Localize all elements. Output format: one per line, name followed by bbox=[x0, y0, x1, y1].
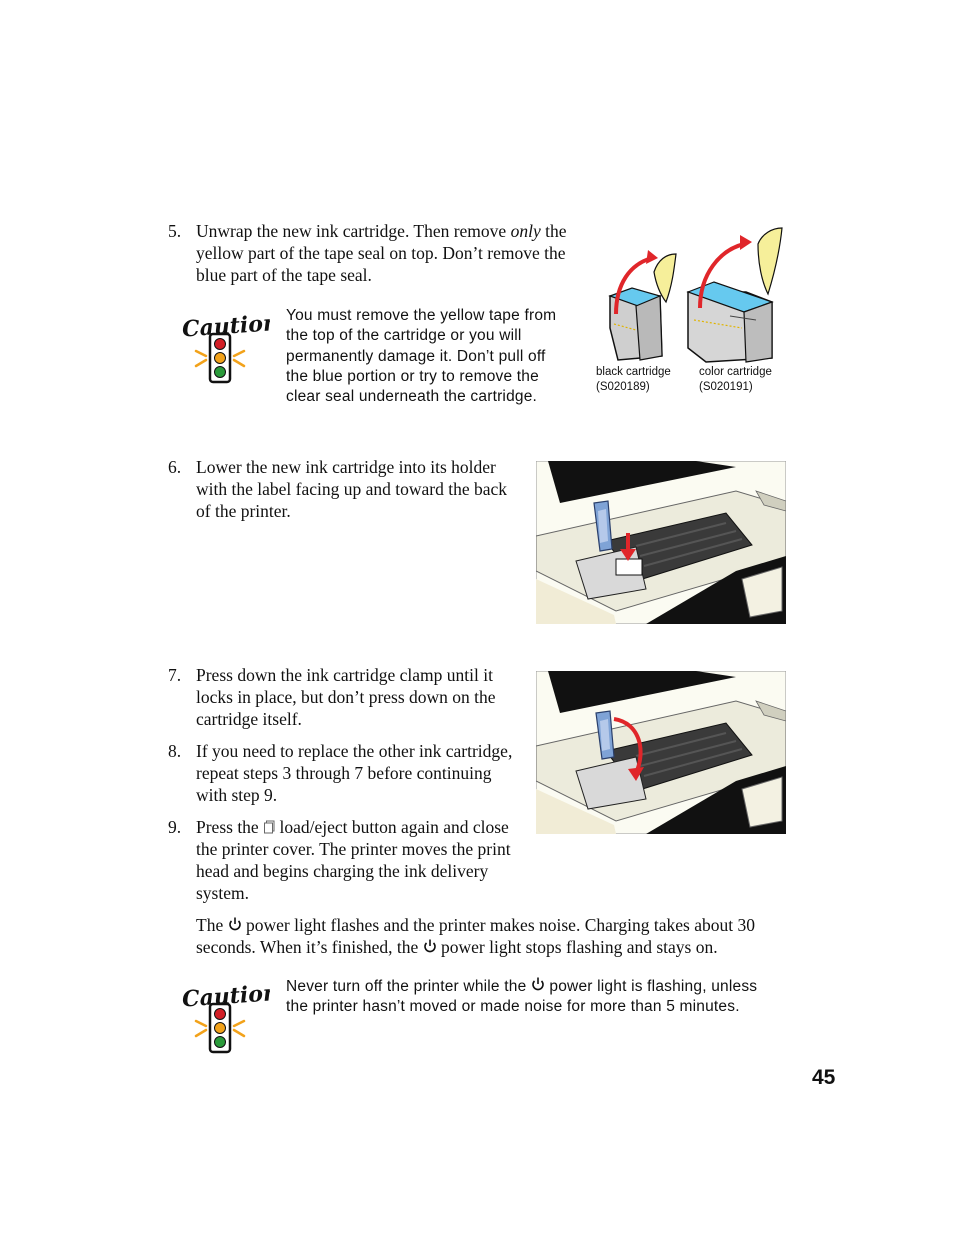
power-icon bbox=[228, 916, 242, 932]
step-number: 6. bbox=[168, 457, 182, 477]
caution-text-1: You must remove the yellow tape from the… bbox=[286, 307, 557, 406]
color-cartridge-caption: color cartridge (S020191) bbox=[699, 366, 772, 393]
traffic-light-caution-icon: Caution bbox=[181, 980, 280, 1054]
step-number: 7. bbox=[168, 665, 182, 685]
caution-text-2: Never turn off the printer while the pow… bbox=[286, 976, 758, 1016]
step-number: 8. bbox=[168, 741, 182, 761]
power-icon bbox=[423, 938, 437, 954]
step-text: Press the load/eject button again and cl… bbox=[196, 817, 511, 903]
printer-press-clamp-illustration bbox=[535, 670, 787, 835]
step-number: 5. bbox=[168, 221, 182, 241]
step-text: If you need to replace the other ink car… bbox=[196, 741, 513, 805]
printer-insert-cartridge-illustration bbox=[535, 460, 787, 625]
printer-image-press-clamp bbox=[535, 670, 787, 835]
cartridges-tape-removal-image bbox=[608, 227, 783, 363]
traffic-light-caution-icon: Caution bbox=[181, 310, 280, 384]
step-number: 9. bbox=[168, 817, 182, 837]
page-number: 45 bbox=[812, 1066, 836, 1089]
caution-icon: Caution bbox=[180, 306, 280, 386]
power-light-paragraph: The power light flashes and the printer … bbox=[196, 915, 755, 957]
load-eject-icon bbox=[263, 820, 275, 834]
step-text: Unwrap the new ink cartridge. Then remov… bbox=[196, 221, 567, 285]
step-text: Press down the ink cartridge clamp until… bbox=[196, 665, 496, 729]
step-text: Lower the new ink cartridge into its hol… bbox=[196, 457, 508, 521]
caution-icon: Caution bbox=[180, 976, 280, 1056]
black-cartridge-caption: black cartridge (S020189) bbox=[596, 366, 671, 393]
printer-image-insert-cartridge bbox=[535, 460, 787, 625]
power-icon bbox=[531, 976, 545, 992]
emphasis-only: only bbox=[510, 221, 541, 241]
cartridge-illustration bbox=[596, 224, 786, 364]
